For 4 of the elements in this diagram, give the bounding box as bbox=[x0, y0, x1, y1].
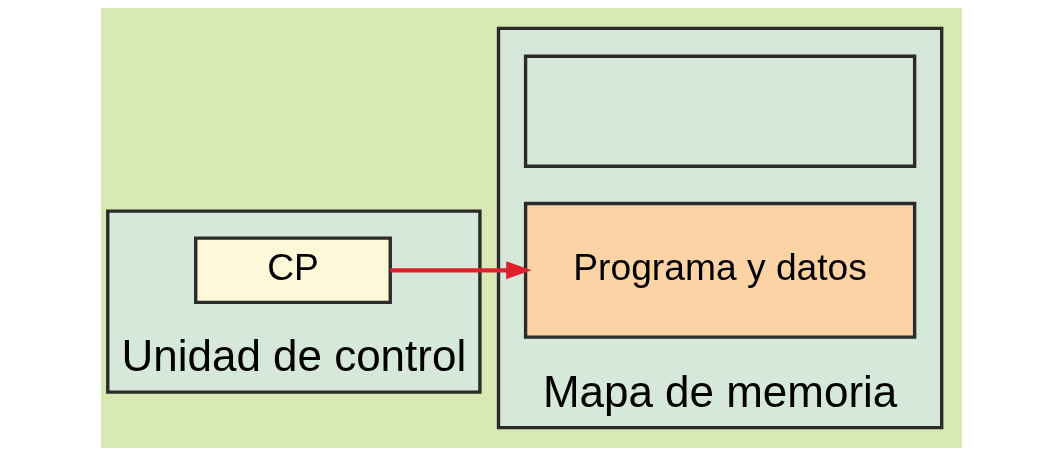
node-box bbox=[523, 54, 916, 168]
node-box: CP bbox=[193, 236, 392, 305]
arrow bbox=[389, 261, 532, 280]
node-box: Programa y datos bbox=[523, 201, 916, 339]
